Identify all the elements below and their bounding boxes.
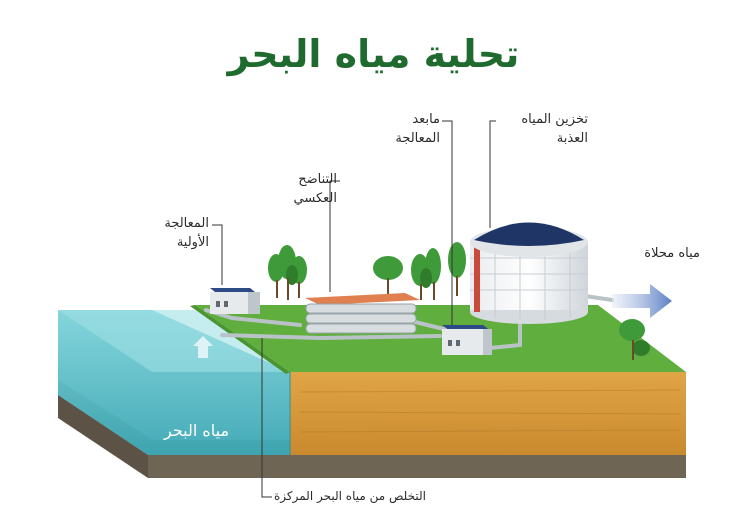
storage-tank (470, 222, 588, 324)
label-post-treatment: مابعد المعالجة (362, 110, 440, 148)
label-pretreatment-line2: الأولية (176, 235, 209, 250)
intake-arrow (193, 336, 213, 358)
label-fresh-storage-line2: العذبة (556, 131, 588, 146)
leader-lines (212, 120, 496, 498)
label-desalinated-water: مياه محلاة (644, 246, 700, 261)
label-reverse-osmosis-line2: العكسي (293, 191, 337, 206)
label-pretreatment-line1: المعالجة (164, 216, 209, 231)
label-post-treatment-line2: المعالجة (395, 131, 440, 146)
label-reverse-osmosis-line1: التناضح (298, 172, 337, 187)
label-sea-water: مياه البحر (164, 421, 230, 440)
output-arrow (612, 284, 672, 318)
page-title: تحلية مياه البحر (227, 32, 520, 76)
post-treatment-building (442, 325, 492, 355)
pretreatment-building (210, 288, 260, 314)
label-fresh-storage: تخزين المياه العذبة (498, 110, 588, 148)
label-reverse-osmosis: التناضح العكسي (259, 170, 337, 208)
sea-block (58, 310, 291, 455)
label-post-treatment-line1: مابعد (412, 112, 440, 127)
reverse-osmosis-unit (305, 293, 420, 334)
label-brine-disposal: التخلص من مياه البحر المركزة (274, 489, 426, 503)
label-pretreatment: المعالجة الأولية (125, 214, 209, 252)
label-fresh-storage-line1: تخزين المياه (521, 112, 588, 127)
